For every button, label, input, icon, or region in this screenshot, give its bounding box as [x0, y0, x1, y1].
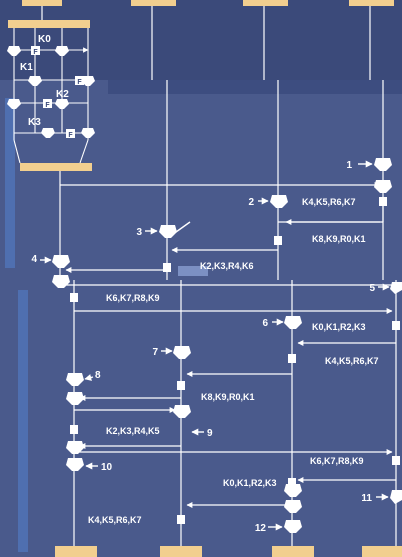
left-stripe-lower — [18, 290, 28, 552]
marker-2: 2 — [248, 197, 254, 208]
round-key-box — [20, 163, 92, 171]
header-shadow-band — [108, 80, 402, 94]
marker-5: 5 — [369, 283, 375, 294]
output-box-2 — [160, 546, 202, 557]
input-box-2 — [131, 0, 176, 6]
key-group-10: K0,K1,R2,K3 — [223, 478, 277, 488]
key-group-7: K8,K9,R0,K1 — [201, 392, 255, 402]
key-group-labels: K4,K5,R6,K7 K8,K9,R0,K1 K2,K3,R4,K6 K6,K… — [88, 197, 379, 525]
input-box-1 — [22, 0, 62, 6]
input-box-4 — [349, 0, 394, 6]
data-flow-lines — [60, 182, 396, 508]
merge-nodes — [52, 158, 402, 533]
top-dark-band — [0, 0, 402, 80]
key-group-11: K4,K5,R6,K7 — [88, 515, 142, 525]
marker-12: 12 — [255, 523, 267, 534]
f-label-2: F — [77, 79, 82, 86]
key-group-8: K2,K3,R4,K5 — [106, 426, 160, 436]
marker-8: 8 — [95, 370, 101, 381]
key-group-6: K4,K5,R6,K7 — [325, 356, 379, 366]
key-group-5: K0,K1,R2,K3 — [312, 322, 366, 332]
marker-1: 1 — [346, 160, 352, 171]
marker-labels: 1 2 3 4 5 6 7 8 9 10 11 12 — [31, 160, 375, 534]
marker-7: 7 — [152, 347, 158, 358]
marker-6: 6 — [262, 318, 268, 329]
marker-arrows — [40, 160, 390, 531]
marker-10: 10 — [101, 462, 113, 473]
marker-9: 9 — [207, 428, 213, 439]
input-box-3 — [243, 0, 288, 6]
k0-label: K0 — [38, 34, 51, 45]
key-register-box — [8, 20, 90, 28]
key-group-3: K2,K3,R4,K6 — [200, 261, 254, 271]
marker-3: 3 — [136, 227, 142, 238]
left-stripe-upper — [5, 98, 15, 268]
k1-label: K1 — [20, 62, 33, 73]
key-expansion-nodes — [7, 46, 95, 138]
marker-4: 4 — [31, 254, 37, 265]
output-box-3 — [272, 546, 314, 557]
s-boxes — [70, 197, 400, 524]
key-group-2: K8,K9,R0,K1 — [312, 234, 366, 244]
key-group-9: K6,K7,R8,K9 — [310, 456, 364, 466]
f-label-4: F — [68, 132, 73, 139]
marker-11: 11 — [361, 493, 372, 504]
key-group-4: K6,K7,R8,K9 — [106, 293, 160, 303]
highlight-patch — [178, 266, 208, 276]
output-box-1 — [55, 546, 97, 557]
k2-label: K2 — [56, 89, 69, 100]
k3-label: K3 — [28, 117, 41, 128]
output-box-4 — [362, 546, 402, 557]
key-expansion-network — [13, 28, 89, 164]
key-group-1: K4,K5,R6,K7 — [302, 197, 356, 207]
f-label-1: F — [33, 49, 38, 56]
f-label-3: F — [45, 102, 50, 109]
f-boxes — [31, 46, 84, 138]
